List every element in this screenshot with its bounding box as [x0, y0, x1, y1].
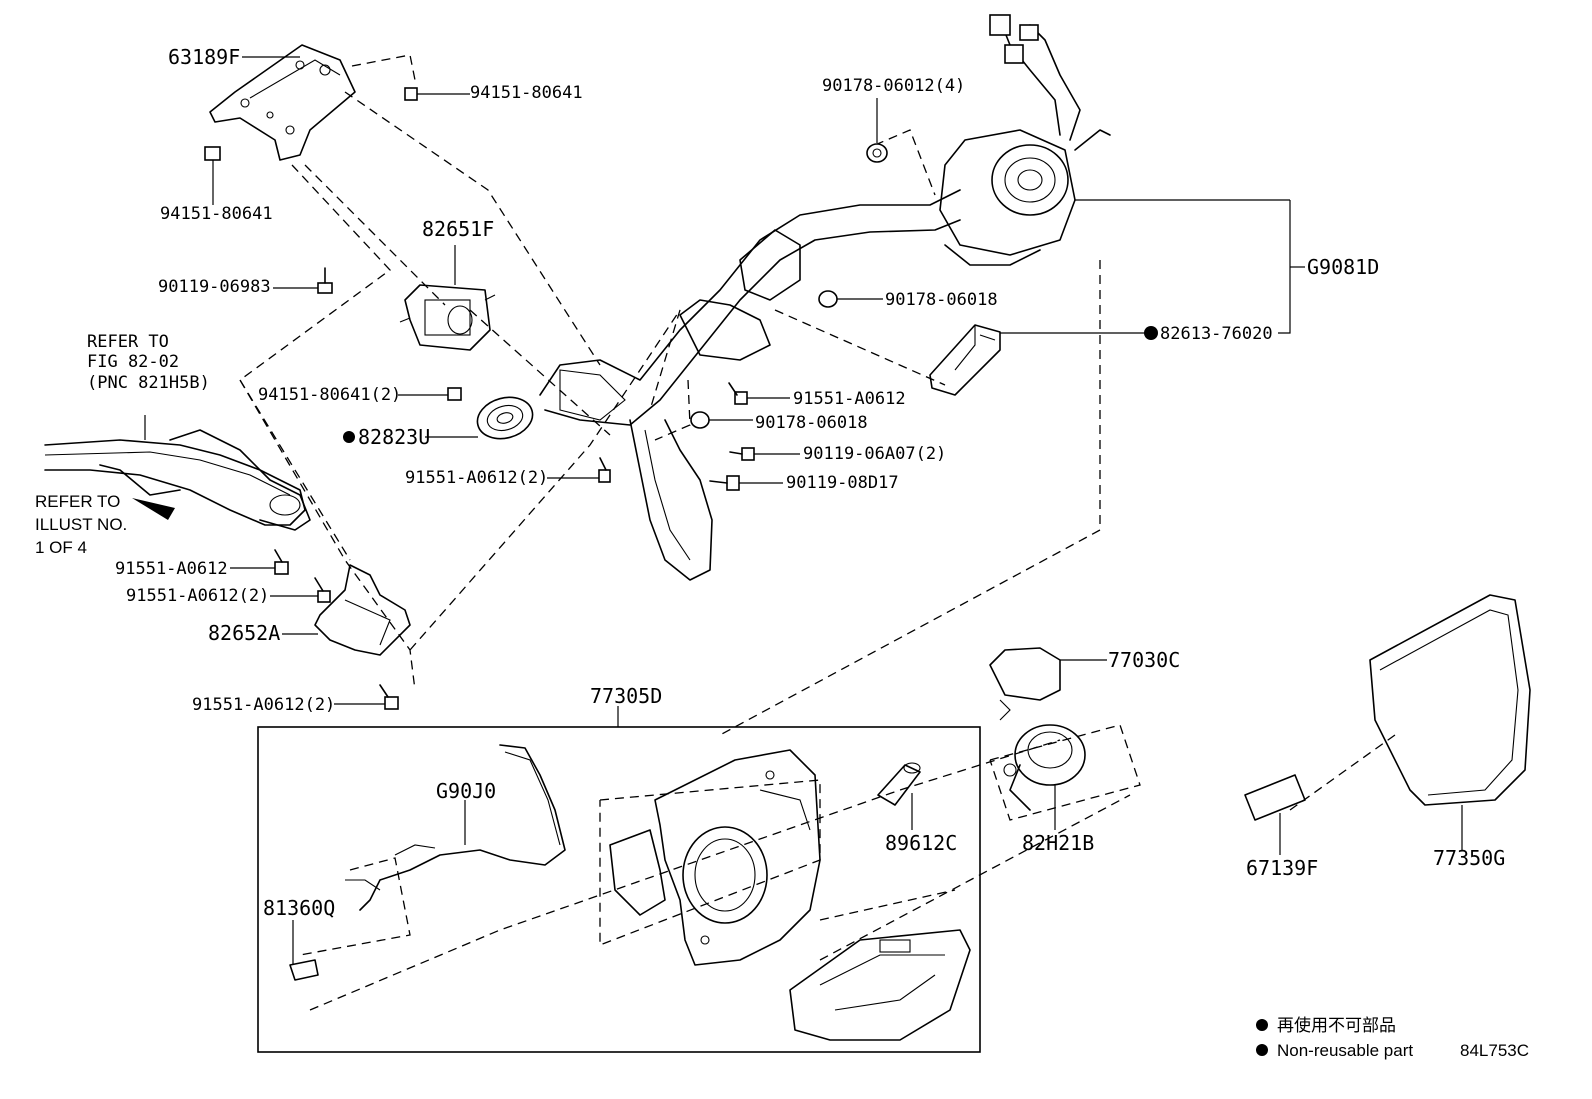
dashed-reference-lines — [239, 54, 1396, 1011]
label-91551-A0612-b: 91551-A0612 — [793, 389, 906, 409]
label-82651F: 82651F — [422, 217, 494, 241]
label-77305D: 77305D — [590, 684, 662, 708]
screw-91551-A0612-b — [728, 382, 790, 405]
label-91551-A0612-2a: 91551-A0612(2) — [405, 468, 548, 488]
note-refer-fig-line2: FIG 82-02 — [87, 352, 179, 372]
cap-82H21B — [1003, 724, 1086, 830]
label-82823U: 82823U — [358, 425, 430, 449]
bolt-90119-06983 — [273, 267, 333, 294]
note-refer-illust-line3: 1 OF 4 — [35, 538, 87, 557]
wire-G90J0 — [299, 744, 566, 956]
label-G90J0: G90J0 — [436, 779, 496, 803]
bolt-90119-06A07 — [729, 447, 800, 461]
legend-code: 84L753C — [1460, 1041, 1529, 1060]
label-90178-06012-4: 90178-06012(4) — [822, 76, 965, 96]
screw-91551-A0612-2a — [547, 457, 611, 483]
screw-91551-A0612-2c — [334, 684, 399, 710]
label-90119-06A07-2: 90119-06A07(2) — [803, 444, 946, 464]
nut-90178-06012 — [866, 98, 888, 163]
label-82652A: 82652A — [208, 621, 280, 645]
note-refer-illust-line1: REFER TO — [35, 492, 120, 511]
nut-90178-06018-b — [690, 411, 753, 429]
screw-91551-A0612-2b — [270, 577, 331, 603]
label-77350G: 77350G — [1433, 846, 1505, 870]
connector-81360Q — [289, 920, 319, 981]
bolt-90119-08D17 — [709, 475, 783, 491]
nut-90178-06018-a — [818, 290, 883, 308]
sensor-89612C — [877, 762, 921, 830]
speaker-82823U — [425, 396, 534, 440]
tape-67139F — [1244, 774, 1306, 855]
note-refer-illust-line2: ILLUST NO. — [35, 515, 127, 534]
bracket-82652A — [282, 564, 411, 656]
label-77030C: 77030C — [1108, 648, 1180, 672]
label-67139F: 67139F — [1246, 856, 1318, 880]
latch-77030C — [989, 647, 1107, 721]
fuel-door-housing — [609, 749, 821, 966]
bracket-G9081D — [1278, 200, 1305, 334]
legend-line2: Non-reusable part — [1277, 1041, 1413, 1060]
legend-line1: 再使用不可部品 — [1277, 1015, 1396, 1035]
assembly-box-77305D — [257, 726, 981, 1053]
label-90178-06018-a: 90178-06018 — [885, 290, 998, 310]
label-91551-A0612-2c: 91551-A0612(2) — [192, 695, 335, 715]
nut-94151-80641-top — [404, 87, 470, 101]
label-63189F: 63189F — [168, 45, 240, 69]
label-90178-06018-b: 90178-06018 — [755, 413, 868, 433]
label-82613-76020: 82613-76020 — [1160, 324, 1273, 344]
label-G9081D: G9081D — [1307, 255, 1379, 279]
label-91551-A0612-a: 91551-A0612 — [115, 559, 228, 579]
note-refer-fig-line1: REFER TO — [87, 332, 169, 352]
module-82613-76020 — [929, 324, 1158, 396]
bracket-63189F — [209, 44, 356, 161]
label-82H21B: 82H21B — [1022, 831, 1094, 855]
label-89612C: 89612C — [885, 831, 957, 855]
label-81360Q: 81360Q — [263, 896, 335, 920]
switch-82651F — [399, 245, 496, 351]
label-91551-A0612-2b: 91551-A0612(2) — [126, 586, 269, 606]
label-90119-06983: 90119-06983 — [158, 277, 271, 297]
note-refer-fig-line3: (PNC 821H5B) — [87, 373, 210, 393]
label-94151-80641-2: 94151-80641(2) — [258, 385, 401, 405]
fuel-door-actuator — [789, 929, 971, 1041]
label-94151-80641-left: 94151-80641 — [160, 204, 273, 224]
label-90119-08D17: 90119-08D17 — [786, 473, 899, 493]
harness-left — [44, 415, 311, 531]
lid-77350G — [1369, 594, 1531, 850]
label-94151-80641-top: 94151-80641 — [470, 83, 583, 103]
nut-94151-80641-2 — [398, 387, 462, 401]
screw-91551-A0612-a — [230, 549, 289, 575]
harness-assembly-G9081D — [539, 14, 1290, 581]
nut-94151-80641-left — [204, 146, 221, 205]
